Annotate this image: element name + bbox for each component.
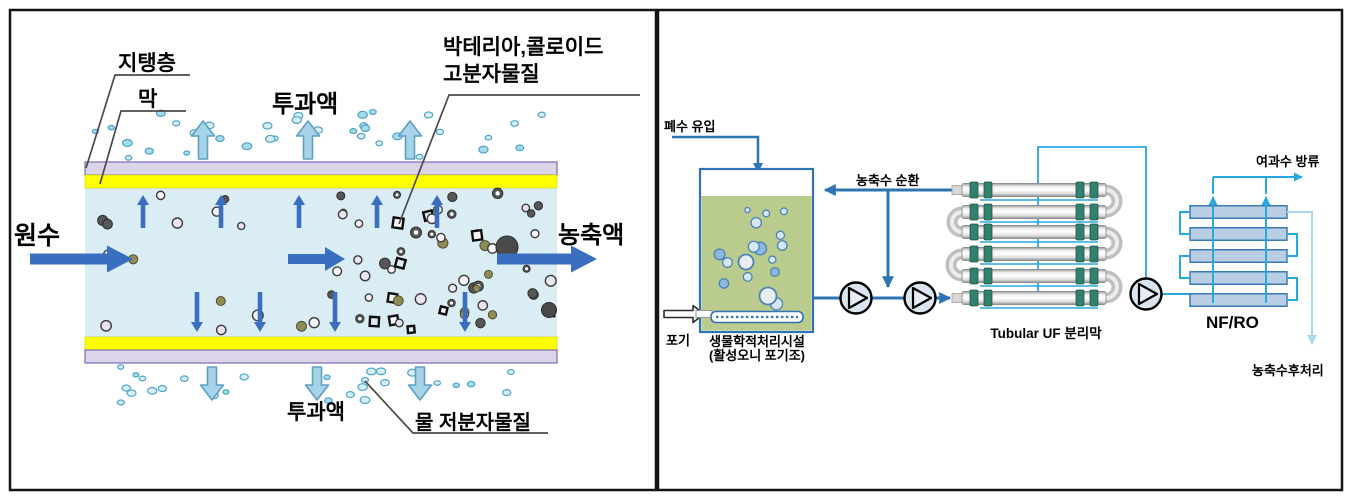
label-concentrate: 농축액 <box>558 222 624 249</box>
leader-support-layer <box>85 74 190 169</box>
tank-bubbles <box>713 206 788 311</box>
label-concentrate-post: 농축수후처리 <box>1252 363 1324 378</box>
label-bio-treatment-sub: (활성오니 포기조) <box>709 348 805 363</box>
permeate-droplets-bottom <box>116 364 515 406</box>
support-layer-top <box>84 161 558 176</box>
label-filtrate-discharge: 여과수 방류 <box>1256 154 1319 169</box>
pump-icon <box>903 281 937 315</box>
label-concentrate-recycle: 농축수 순환 <box>856 173 919 188</box>
leader-bacteria <box>398 94 640 225</box>
tank-liquid <box>701 196 812 331</box>
label-polymer: 고분자물질 <box>443 63 540 86</box>
leader-lines <box>85 74 640 434</box>
label-bacteria-colloid: 박테리아,콜로이드 <box>443 36 603 59</box>
label-permeate-bottom: 투과액 <box>287 401 345 424</box>
membrane-layer-top <box>84 174 558 189</box>
leader-membrane <box>99 110 186 185</box>
label-bio-treatment: 생물학적처리시설 <box>709 334 805 349</box>
membrane-layer-bottom <box>84 336 558 351</box>
tubular-uf-module <box>945 146 1147 309</box>
label-support-layer: 지탱층 <box>118 52 176 75</box>
leader-water-low-mw <box>364 380 548 434</box>
support-layer-bottom <box>84 349 558 364</box>
label-water-low-mw: 물 저분자물질 <box>415 411 531 434</box>
wastewater-inflow-line <box>672 135 763 173</box>
label-permeate-top: 투과액 <box>272 91 338 118</box>
label-tubular-uf: Tubular UF 분리막 <box>990 325 1102 341</box>
label-raw-water: 원수 <box>14 222 60 250</box>
bio-tank <box>695 167 815 334</box>
pump-icon <box>839 281 873 315</box>
aeration-pipe <box>695 310 713 318</box>
nfro-module <box>1162 172 1317 345</box>
label-membrane: 막 <box>138 88 157 111</box>
process-lines <box>672 135 958 304</box>
channel-particles <box>97 187 557 336</box>
pump-icon <box>1129 277 1163 311</box>
flow-arrows <box>30 120 705 401</box>
label-aeration: 포기 <box>666 333 690 348</box>
label-nfro: NF/RO <box>1206 313 1259 332</box>
label-wastewater-inflow: 폐수 유입 <box>664 119 715 134</box>
